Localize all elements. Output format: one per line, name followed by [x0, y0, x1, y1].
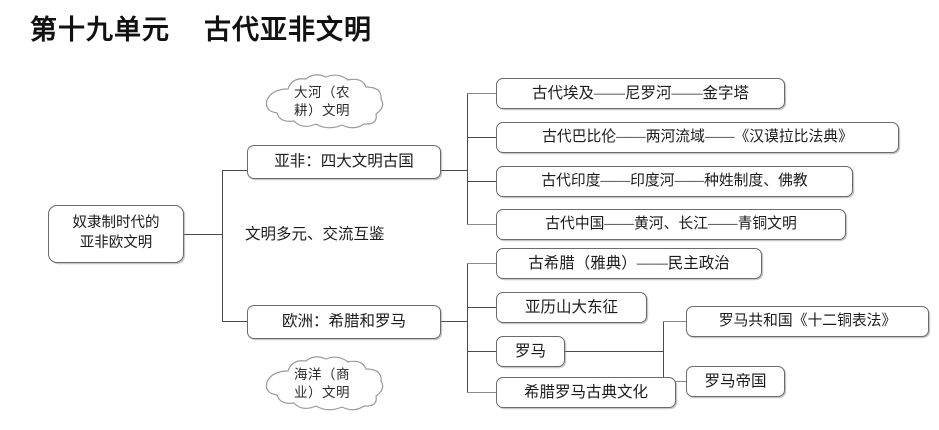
node-alexander-expedition[interactable]: 亚历山大东征 — [496, 292, 647, 323]
connector-asia-africa-stem — [440, 170, 468, 172]
node-ancient-greece[interactable]: 古希腊（雅典）——民主政治 — [496, 248, 762, 279]
cloud-agrarian-label: 大河（农 耕）文明 — [258, 73, 386, 131]
connector-europe-bracket — [467, 263, 469, 392]
connector-europe-child-4 — [467, 392, 497, 394]
cloud-agrarian-line2: 耕）文明 — [294, 103, 350, 118]
cloud-agrarian: 大河（农 耕）文明 — [258, 73, 386, 131]
node-asia-africa-label: 亚非：四大文明古国 — [274, 153, 414, 171]
node-roman-empire-label: 罗马帝国 — [704, 372, 767, 390]
node-roman-republic[interactable]: 罗马共和国《十二铜表法》 — [686, 306, 929, 337]
node-ancient-india-label: 古代印度——印度河——种姓制度、佛教 — [541, 173, 808, 190]
cloud-agrarian-line1: 大河（农 — [294, 84, 350, 100]
node-ancient-greece-label: 古希腊（雅典）——民主政治 — [528, 254, 730, 272]
node-asia-africa[interactable]: 亚非：四大文明古国 — [247, 145, 441, 179]
connector-to-europe — [222, 321, 248, 323]
node-ancient-china-label: 古代中国——黄河、长江——青铜文明 — [545, 216, 797, 233]
node-greco-roman-culture-label: 希腊罗马古典文化 — [523, 383, 648, 401]
connector-europe-child-1 — [467, 263, 497, 265]
cloud-maritime-label: 海洋（商 业）文明 — [258, 355, 386, 413]
connector-asia-africa-bracket — [467, 93, 469, 224]
cloud-maritime-shape — [265, 356, 384, 411]
node-ancient-babylon[interactable]: 古代巴比伦——两河流域——《汉谟拉比法典》 — [496, 122, 899, 153]
cloud-maritime-line1: 海洋（商 — [294, 366, 350, 382]
center-note: 文明多元、交流互鉴 — [245, 226, 385, 243]
connector-asia-africa-child-3 — [467, 181, 497, 183]
node-ancient-egypt-label: 古代埃及——尼罗河——金字塔 — [531, 84, 749, 102]
node-root-line2: 亚非欧文明 — [79, 235, 153, 251]
connector-asia-africa-child-1 — [467, 93, 497, 95]
connector-europe-child-3 — [467, 351, 497, 353]
connector-europe-child-2 — [467, 307, 497, 309]
node-greco-roman-culture[interactable]: 希腊罗马古典文化 — [496, 377, 676, 408]
node-ancient-babylon-label: 古代巴比伦——两河流域——《汉谟拉比法典》 — [542, 129, 853, 146]
node-ancient-china[interactable]: 古代中国——黄河、长江——青铜文明 — [496, 209, 846, 240]
node-roman-republic-label: 罗马共和国《十二铜表法》 — [718, 313, 897, 330]
node-rome-label: 罗马 — [514, 342, 546, 360]
connector-root-stem — [183, 234, 223, 236]
node-root-line1: 奴隶制时代的 — [72, 215, 160, 232]
connector-rome-bracket — [663, 321, 665, 382]
cloud-maritime: 海洋（商 业）文明 — [258, 355, 386, 413]
cloud-maritime-line2: 业）文明 — [294, 385, 350, 400]
connector-main-bracket — [222, 170, 224, 322]
connector-europe-stem — [440, 321, 468, 323]
node-ancient-egypt[interactable]: 古代埃及——尼罗河——金字塔 — [496, 78, 785, 109]
connector-asia-africa-child-2 — [467, 137, 497, 139]
cloud-agrarian-shape — [265, 74, 384, 129]
node-roman-empire[interactable]: 罗马帝国 — [686, 366, 785, 397]
connector-asia-africa-child-4 — [467, 224, 497, 226]
connector-rome-stem — [565, 351, 664, 353]
node-europe-label: 欧洲：希腊和罗马 — [281, 313, 406, 331]
page-title: 第十九单元 古代亚非文明 — [30, 15, 373, 45]
node-root[interactable]: 奴隶制时代的 亚非欧文明 — [48, 205, 184, 263]
node-ancient-india[interactable]: 古代印度——印度河——种姓制度、佛教 — [496, 166, 853, 197]
connector-rome-child-1 — [663, 321, 687, 323]
node-alexander-expedition-label: 亚历山大东征 — [524, 298, 618, 316]
connector-to-asia-africa — [222, 170, 248, 172]
node-rome[interactable]: 罗马 — [496, 336, 565, 367]
node-europe[interactable]: 欧洲：希腊和罗马 — [247, 305, 441, 339]
